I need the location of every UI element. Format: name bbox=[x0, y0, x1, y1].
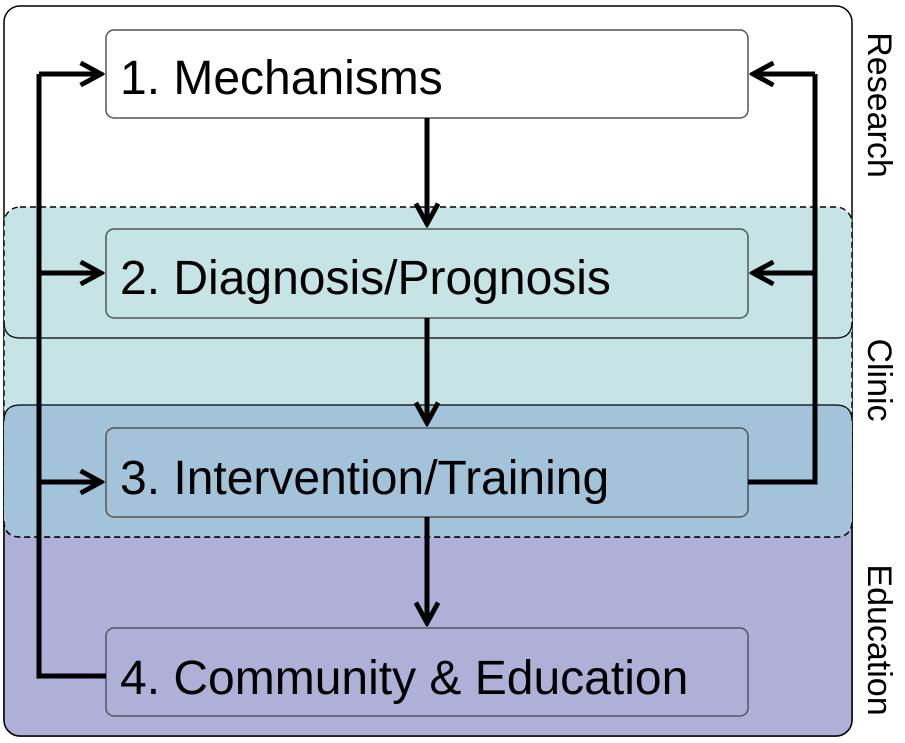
mechanisms-box: 1. Mechanisms bbox=[105, 29, 749, 119]
intervention-label: 3. Intervention/Training bbox=[120, 452, 609, 505]
clinic-region-label: Clinic bbox=[860, 338, 898, 421]
community-box: 4. Community & Education bbox=[105, 627, 749, 717]
diagnosis-label: 2. Diagnosis/Prognosis bbox=[120, 252, 611, 305]
diagnosis-box: 2. Diagnosis/Prognosis bbox=[105, 228, 749, 319]
education-region-label: Education bbox=[860, 564, 898, 715]
research-region-label: Research bbox=[860, 32, 898, 178]
intervention-box: 3. Intervention/Training bbox=[105, 427, 749, 518]
community-label: 4. Community & Education bbox=[120, 652, 688, 705]
mechanisms-label: 1. Mechanisms bbox=[120, 52, 443, 105]
right-feedback-line bbox=[748, 74, 818, 485]
